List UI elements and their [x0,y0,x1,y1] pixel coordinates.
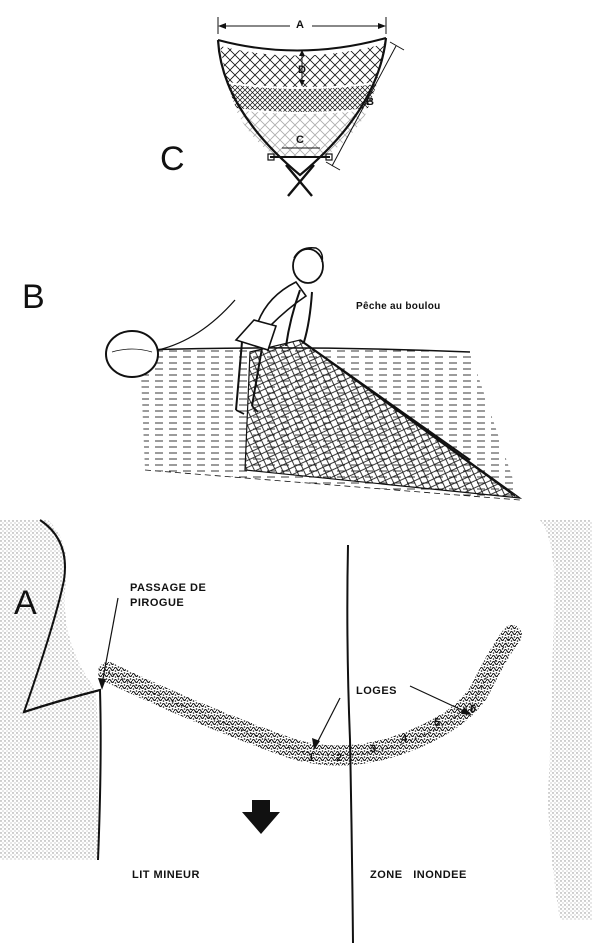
lit-mineur-label: LIT MINEUR [132,869,200,881]
dimension-c-label: C [296,134,304,146]
loge-number-4: 4 [401,733,408,745]
flow-arrow [242,800,280,834]
loge-number-1: 1 [308,752,315,764]
panel-b-caption: Pêche au boulou [356,301,441,312]
loge-number-3: 3 [370,743,377,755]
loge-number-2: 2 [336,752,343,764]
passage-label-line1: PASSAGE DE [130,582,206,594]
zone-inondee-label: ZONE INONDEE [370,869,467,881]
left-bank [0,520,99,860]
dimension-a-label: A [296,19,304,31]
loge-number-6: 6 [470,703,477,715]
loge-number-5: 5 [434,717,441,729]
panel-b-illustration [106,248,520,500]
panel-c-label: C [160,140,185,179]
dimension-b-label: B [366,96,374,108]
dimension-d-label: D [298,64,306,76]
brush-barrage [108,635,512,756]
loges-label: LOGES [356,685,397,697]
right-bank [540,520,592,920]
panel-a-plan [0,520,592,943]
panel-a-label: A [14,584,37,623]
panel-b-label: B [22,278,45,317]
panel-c-net-diagram [218,17,404,196]
passage-label-line2: PIROGUE [130,597,184,609]
